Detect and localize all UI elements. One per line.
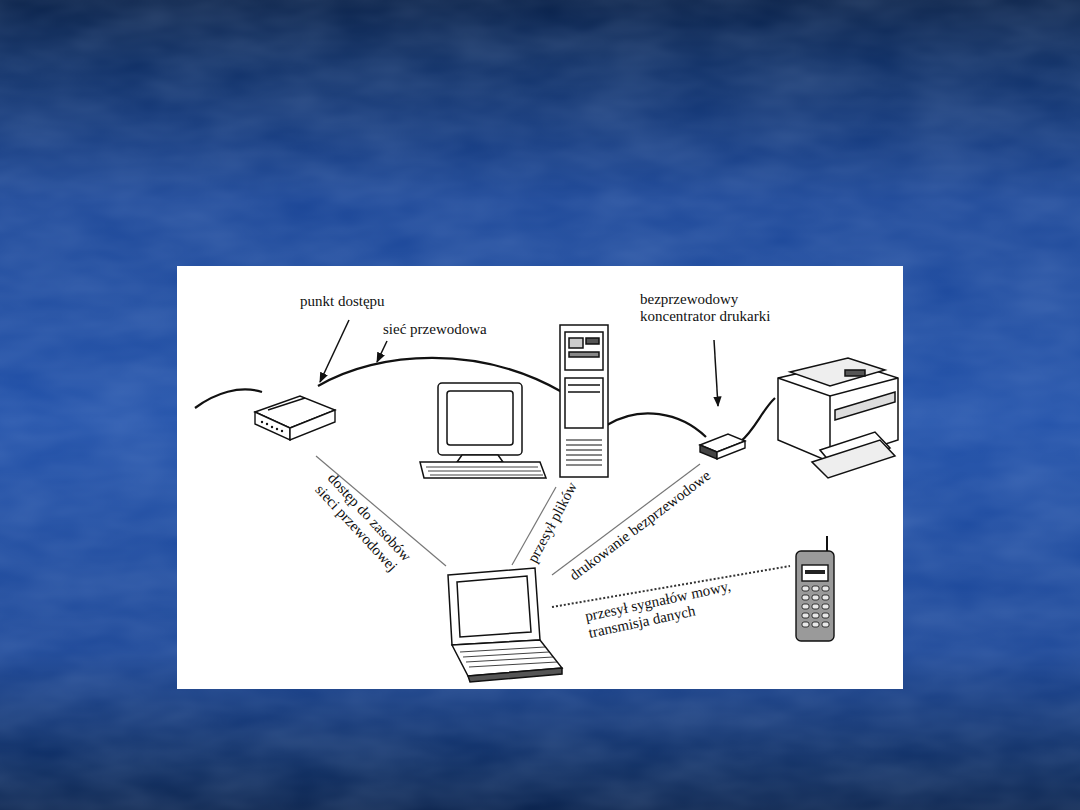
device-label: sieć przewodowa xyxy=(383,321,487,338)
label-holder: bezprzewodowy koncentrator drukarki xyxy=(640,291,805,324)
label-holder: punkt dostępu xyxy=(300,293,385,310)
device-label: bezprzewodowy koncentrator drukarki xyxy=(640,291,805,324)
device-label: punkt dostępu xyxy=(300,293,385,310)
label-holder: sieć przewodowa xyxy=(383,321,487,338)
